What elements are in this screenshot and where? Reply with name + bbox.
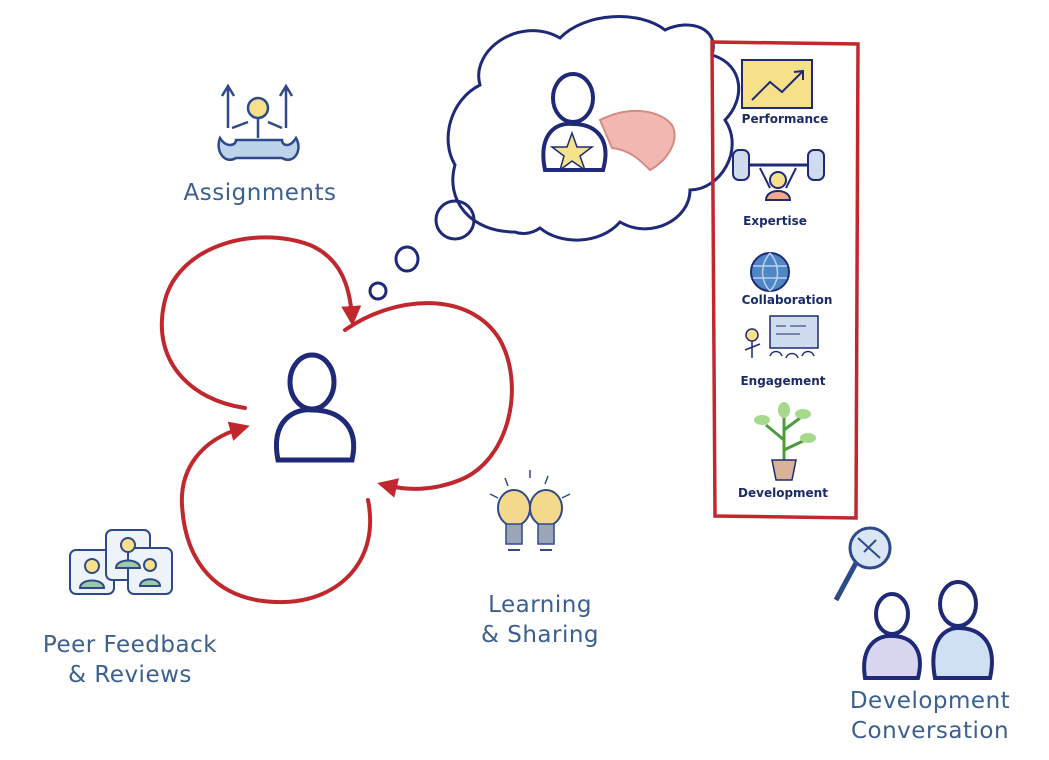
thought-cloud [446,15,741,242]
loop-peer [179,421,373,605]
learning-label-line1: Learning [488,592,592,618]
central-person-icon [274,352,357,463]
learning-label-line2: & Sharing [480,622,600,648]
hero-icon [541,72,676,172]
weightlifter-icon [732,149,825,201]
globe-icon [750,252,790,292]
categories-panel [710,40,860,520]
devconv-label-line1: Development [849,688,1011,714]
assignments-label: Assignments [183,180,337,206]
feedback-loops [159,235,514,605]
category-collaboration: Collaboration [741,293,833,307]
presentation-icon [744,315,819,359]
peer-feedback-icon [69,529,173,595]
category-engagement: Engagement [740,374,826,388]
development-conversation-label: Development Conversation [830,686,1030,746]
two-people-icon [862,580,994,680]
peer-label-line2: & Reviews [68,662,192,688]
loop-learning [343,301,514,498]
chart-icon [741,59,813,109]
plant-icon [754,402,816,481]
assignments-icon [217,83,300,161]
peer-feedback-label: Peer Feedback & Reviews [20,630,240,690]
loop-assignments [159,235,362,410]
magnifier-icon [833,526,892,602]
learning-sharing-label: Learning & Sharing [470,590,610,650]
thought-bubbles [368,15,741,301]
category-performance: Performance [741,112,829,126]
category-development: Development [738,486,828,500]
devconv-label-line2: Conversation [850,718,1010,744]
learning-icon [489,470,571,551]
category-expertise: Expertise [743,214,807,228]
peer-label-line1: Peer Feedback [42,632,218,658]
